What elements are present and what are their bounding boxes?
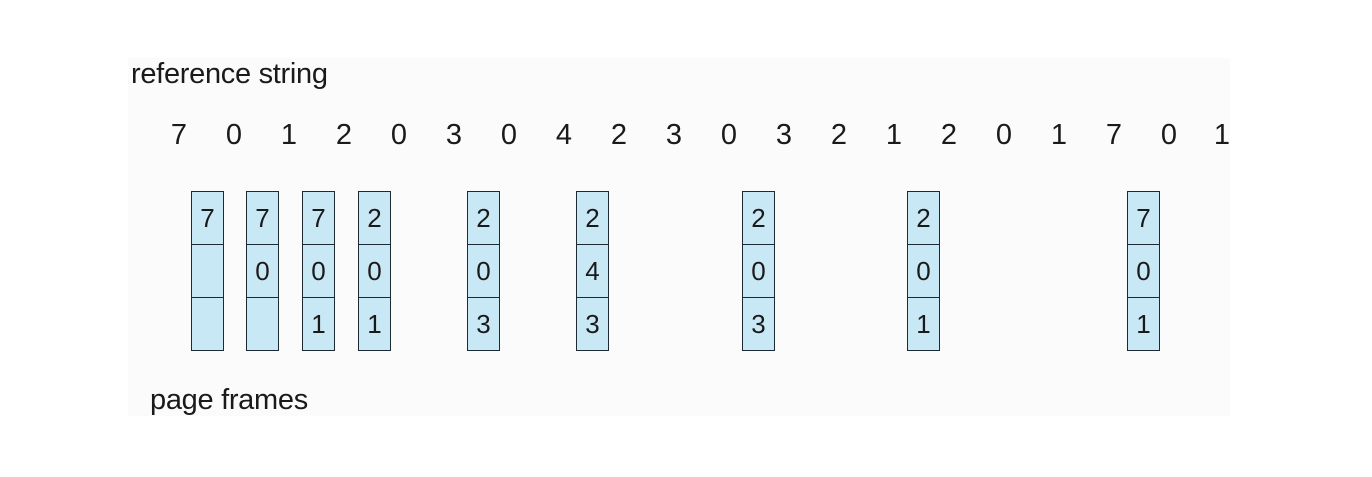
page-frame-cell: 7 — [246, 191, 279, 245]
page-frame-column: 7 — [191, 191, 224, 353]
reference-string-item: 2 — [610, 119, 628, 151]
reference-string-item: 1 — [1213, 119, 1231, 151]
reference-string-item: 3 — [665, 119, 683, 151]
page-frame-cell: 7 — [1127, 191, 1160, 245]
reference-string-item: 1 — [280, 119, 298, 151]
page-frame-cell: 3 — [467, 297, 500, 351]
reference-string-item: 1 — [885, 119, 903, 151]
page-frame-cell: 2 — [358, 191, 391, 245]
reference-string-item: 7 — [1105, 119, 1123, 151]
reference-string-item: 2 — [335, 119, 353, 151]
page-frame-cell: 1 — [302, 297, 335, 351]
reference-string-item: 2 — [830, 119, 848, 151]
page-frame-cell: 1 — [358, 297, 391, 351]
page-frame-cell: 1 — [907, 297, 940, 351]
reference-string-item: 4 — [555, 119, 573, 151]
diagram-panel — [128, 58, 1230, 416]
page-frames-label: page frames — [150, 384, 308, 416]
page-frame-cell: 2 — [742, 191, 775, 245]
reference-string-item: 0 — [720, 119, 738, 151]
reference-string-item: 0 — [1160, 119, 1178, 151]
reference-string-item: 3 — [775, 119, 793, 151]
page-frame-cell: 2 — [467, 191, 500, 245]
reference-string-item: 2 — [940, 119, 958, 151]
reference-string-item: 3 — [445, 119, 463, 151]
page-frame-cell: 0 — [742, 244, 775, 298]
reference-string-item: 0 — [390, 119, 408, 151]
page-frame-cell: 0 — [467, 244, 500, 298]
page-frame-cell: 0 — [246, 244, 279, 298]
reference-string-item: 1 — [1050, 119, 1068, 151]
reference-string-item: 0 — [995, 119, 1013, 151]
page-frame-cell — [191, 297, 224, 351]
page-frame-cell: 3 — [742, 297, 775, 351]
page-frame-cell: 7 — [302, 191, 335, 245]
reference-string-label: reference string — [131, 58, 328, 90]
page-frame-cell: 0 — [302, 244, 335, 298]
page-frame-cell: 0 — [907, 244, 940, 298]
page-frame-cell — [246, 297, 279, 351]
page-frame-cell: 3 — [576, 297, 609, 351]
reference-string-item: 7 — [170, 119, 188, 151]
page-frame-cell: 4 — [576, 244, 609, 298]
reference-string-item: 0 — [500, 119, 518, 151]
page-frame-cell: 1 — [1127, 297, 1160, 351]
page-frame-cell: 0 — [358, 244, 391, 298]
page-frame-cell: 7 — [191, 191, 224, 245]
page-frame-cell: 2 — [907, 191, 940, 245]
page-frame-cell: 2 — [576, 191, 609, 245]
page-frame-cell — [191, 244, 224, 298]
page-frame-cell: 0 — [1127, 244, 1160, 298]
reference-string-item: 0 — [225, 119, 243, 151]
